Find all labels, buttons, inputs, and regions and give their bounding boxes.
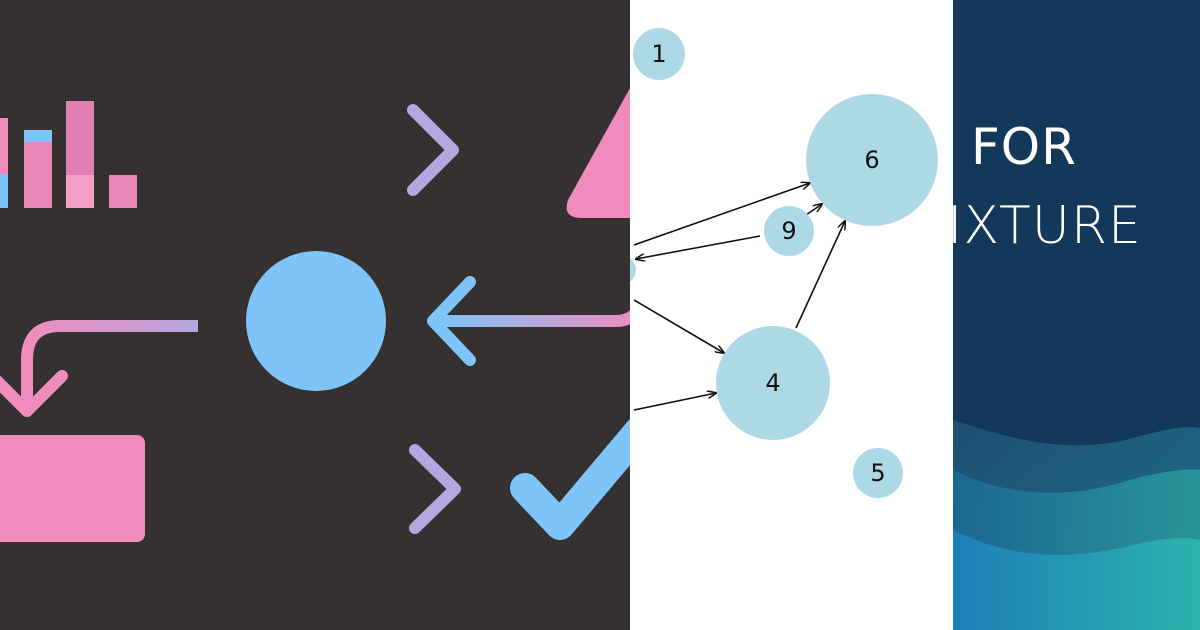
graph-node: 4	[716, 326, 830, 440]
banner-title-line2: IXTURE	[953, 196, 1142, 256]
graph-edge	[633, 299, 724, 353]
graph-edge	[633, 183, 810, 246]
arrow-down-curved-icon	[0, 320, 198, 417]
graph-node: 9	[764, 206, 814, 256]
graph-edge	[805, 204, 822, 216]
arrow-left-icon	[427, 276, 630, 366]
graph-edge	[633, 393, 716, 411]
arrow-right-top-icon	[196, 104, 459, 196]
graph-node: 1	[633, 28, 685, 80]
title-banner-panel: FOR IXTURE	[953, 0, 1200, 630]
flow-illustration-panel	[0, 0, 630, 630]
rectangle-icon	[0, 435, 145, 542]
graph-node: 6	[806, 94, 938, 226]
graph-node-label: 5	[870, 459, 885, 487]
network-graph: 1 6 9 4 5	[630, 28, 938, 498]
flow-illustration	[0, 88, 630, 542]
graph-edges	[633, 183, 845, 411]
graph-node-partial	[630, 258, 636, 282]
graph-edge	[795, 221, 845, 329]
bar-chart-icon	[0, 101, 168, 241]
network-graph-panel: 1 6 9 4 5	[630, 0, 953, 630]
circle-icon	[246, 251, 386, 391]
graph-node: 5	[853, 448, 903, 498]
wave-layer	[953, 530, 1200, 630]
graph-node-label: 1	[651, 40, 666, 68]
graph-node-label: 4	[765, 369, 780, 397]
arrow-right-bottom-icon	[196, 444, 461, 534]
banner-title-line1: FOR	[971, 118, 1077, 176]
triangle-icon	[566, 88, 630, 218]
wave-background	[953, 0, 1200, 630]
checkmark-icon	[510, 418, 630, 540]
graph-node-label: 9	[781, 217, 796, 245]
graph-edge	[636, 235, 761, 259]
graph-node-label: 6	[864, 146, 879, 174]
